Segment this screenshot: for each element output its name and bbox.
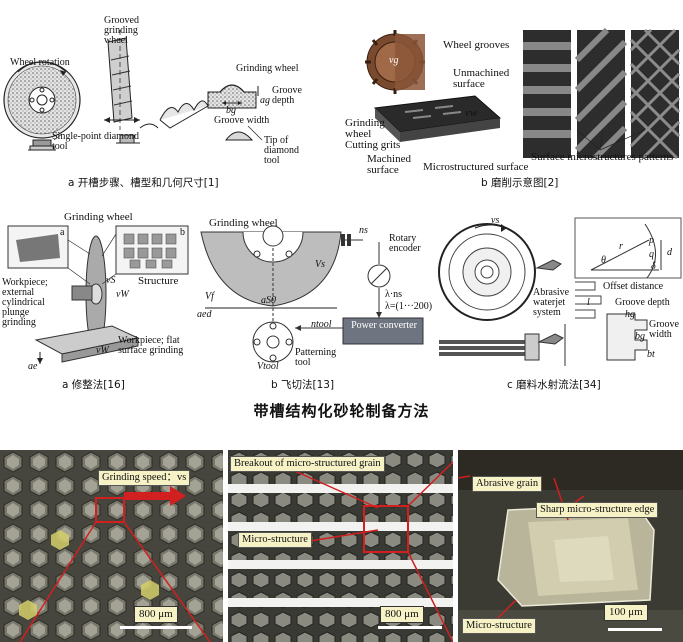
photo-2: Breakout of micro-structured grain Micro… — [228, 450, 453, 642]
photo-3: Abrasive grain Sharp micro-structure edg… — [458, 450, 683, 642]
label-machined-surface: Machined surface — [367, 153, 411, 176]
label-grinding-wheel-b: Grinding wheel — [345, 117, 385, 140]
caption-row1-a: a 开槽步骤、槽型和几何尺寸[1] — [68, 177, 219, 189]
label-vs-2b: Vs — [315, 259, 325, 270]
label-grinding-wheel-a: Grinding wheel — [236, 63, 299, 74]
caption-row2-b: b 飞切法[13] — [271, 379, 335, 391]
label-groove-depth: Groove depth — [272, 85, 302, 106]
label-power-converter: Power converter — [351, 320, 417, 331]
label-r: r — [619, 241, 623, 252]
label-single-point-diamond-tool: Single-point diamond tool — [52, 131, 139, 152]
label-grinding-wheel-2b: Grinding wheel — [209, 217, 278, 229]
label-groove-width: Groove width — [214, 115, 270, 126]
label-abrasive-grain: Abrasive grain — [472, 476, 543, 492]
label-vs-2c: vs — [491, 215, 500, 226]
label-ntool: ntool — [311, 319, 332, 330]
row1-a-drawing — [3, 30, 263, 151]
caption-row2-c: c 磨料水射流法[34] — [507, 379, 601, 391]
label-breakout: Breakout of micro-structured grain — [230, 456, 385, 472]
label-grooved-grinding-wheel: Grooved grinding wheel — [104, 15, 139, 46]
label-structure: Structure — [138, 275, 179, 287]
label-a: a — [60, 227, 65, 238]
label-vg: vg — [389, 55, 399, 66]
label-ae-2a: ae — [28, 361, 38, 372]
label-p: p — [649, 235, 654, 246]
scale-bar-1: 800 μm — [134, 606, 178, 623]
label-abrasive-waterjet-system: Abrasive waterjet system — [533, 287, 570, 318]
label-bg-2c: bg — [635, 331, 645, 342]
label-tip-of-diamond-tool: Tip of diamond tool — [264, 135, 299, 166]
label-rotary-encoder: Rotary encoder — [389, 233, 421, 254]
label-d: d — [667, 247, 672, 258]
label-cutting-grits: Cutting grits — [345, 139, 401, 151]
label-surface-microstructures-patterns: Surface microstructures patterns — [531, 151, 674, 163]
label-lambda-range: λ=(1···200) — [385, 301, 433, 312]
scale-bar-3: 100 μm — [604, 604, 648, 621]
label-vtool: Vtool — [257, 361, 279, 372]
row2-b-drawing — [200, 225, 424, 363]
label-vw2-2a: vW — [96, 345, 109, 356]
caption-row1-b: b 磨削示意图[2] — [481, 177, 559, 189]
photo-3-texture — [458, 450, 683, 642]
label-micro-structure-3: Micro-structure — [462, 618, 536, 634]
main-title: 带槽结构化砂轮制备方法 — [253, 402, 430, 420]
row1-b-drawing — [365, 27, 681, 161]
label-offset-distance: Offset distance — [603, 281, 664, 292]
label-patterning-tool: Patterning tool — [295, 347, 337, 368]
label-bt: bt — [647, 349, 655, 360]
label-hg: hg — [625, 309, 635, 320]
label-vw-2a: vW — [116, 289, 129, 300]
label-vw: vw — [465, 107, 478, 119]
label-groove-depth-2c: Groove depth — [615, 297, 670, 308]
label-delta: δ — [651, 261, 656, 272]
label-ns: ns — [359, 225, 368, 236]
label-as0: aS0 — [261, 295, 276, 306]
label-grinding-wheel-2a: Grinding wheel — [64, 211, 133, 223]
row2-panel-a: Grinding wheel a b vS vW Structure Workp… — [0, 204, 195, 396]
label-l: l — [587, 297, 590, 308]
label-q: q — [649, 249, 654, 260]
label-bg: bg — [226, 105, 236, 116]
label-vf: Vf — [205, 291, 214, 302]
label-groove-width-2c: Groove width — [649, 319, 679, 340]
label-grinding-speed: Grinding speed：vs — [98, 470, 191, 486]
label-microstructured-surface: Microstructured surface — [423, 161, 529, 173]
label-lambda-ns: λ·ns — [385, 289, 403, 300]
caption-row2-a: a 修整法[16] — [62, 379, 125, 391]
label-ag: ag — [260, 95, 270, 106]
label-vs-2a: vS — [106, 275, 116, 286]
row2-c-drawing — [438, 217, 682, 366]
label-workpiece-flat: Workpiece; flat surface grinding — [118, 335, 184, 356]
label-workpiece-ext: Workpiece; external cylindrical plunge g… — [2, 277, 48, 328]
label-sharp-edge: Sharp micro-structure edge — [536, 502, 659, 518]
row2-a-drawing — [7, 225, 189, 364]
label-wheel-rotation: Wheel rotation — [10, 57, 70, 68]
scale-bar-2: 800 μm — [380, 606, 424, 623]
row1-panel-a: Wheel rotation Grooved grinding wheel Si… — [0, 0, 345, 198]
row2-panel-c: vs r θ p q δ d Offset distance Abrasive … — [435, 204, 683, 396]
label-aed: aed — [197, 309, 212, 320]
photo-1: Grinding speed：vs 800 μm — [0, 450, 223, 642]
label-unmachined-surface: Unmachined surface — [453, 67, 510, 90]
label-wheel-grooves: Wheel grooves — [443, 39, 510, 51]
row2-panel-b: Grinding wheel ns Rotary encoder λ·ns λ=… — [195, 204, 435, 396]
label-theta: θ — [601, 255, 606, 266]
row1-panel-b: vg Wheel grooves Unmachined surface vw G… — [345, 0, 683, 198]
label-b: b — [180, 227, 185, 238]
label-micro-structure-2: Micro-structure — [238, 532, 312, 548]
